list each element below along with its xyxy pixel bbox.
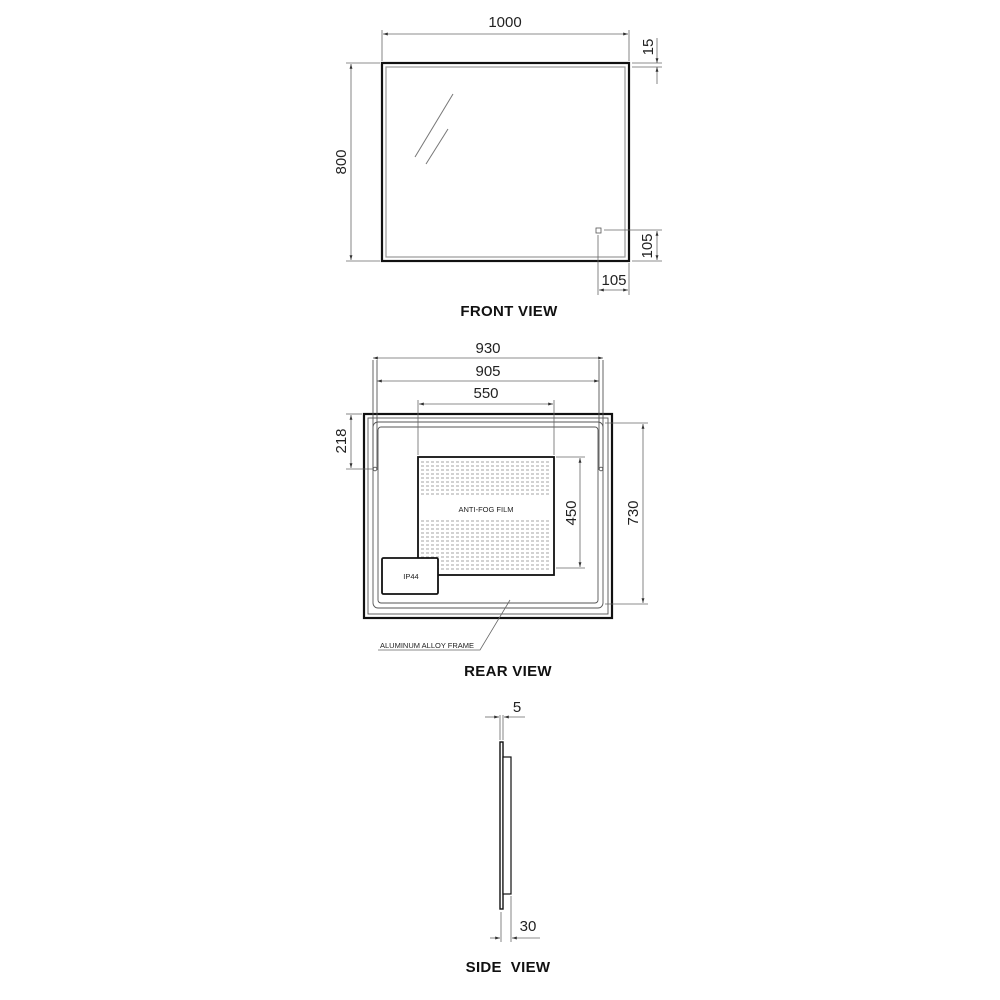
mirror-outer-frame: [380, 61, 631, 263]
mirror-inner-frame: [385, 66, 626, 258]
aluminum-frame: [372, 421, 604, 609]
frame-height-dimension: 730: [625, 500, 642, 525]
frame-width-dimension: 15: [640, 39, 657, 56]
rear-view-title: REAR VIEW: [464, 663, 552, 680]
rear-outer-width-dimension: 930: [475, 340, 500, 357]
touch-sensor-icon: [595, 227, 602, 234]
ip44-driver-box: IP44: [381, 557, 439, 595]
film-width-dimension: 550: [473, 385, 498, 402]
side-view-title: SIDE VIEW: [466, 959, 551, 976]
side-body-profile: [502, 756, 512, 895]
front-view-title: FRONT VIEW: [460, 303, 558, 320]
rear-view: ANTI-FOG FILM IP44 930 905 550 218 450: [333, 340, 648, 680]
anti-fog-film: ANTI-FOG FILM: [417, 456, 555, 576]
rear-outer-frame: [362, 412, 614, 620]
ip44-label: IP44: [403, 572, 418, 581]
front-height-dimension: 800: [333, 149, 350, 174]
anti-fog-film-label: ANTI-FOG FILM: [459, 505, 514, 514]
hanger-offset-dimension: 218: [333, 428, 350, 453]
front-width-dimension: 1000: [488, 14, 521, 31]
glass-reflection-icon: [414, 93, 454, 165]
film-height-dimension: 450: [563, 500, 580, 525]
left-hanger-icon: [372, 466, 378, 472]
frame-callout-leader: [378, 599, 511, 651]
right-hanger-icon: [598, 466, 604, 472]
aluminum-frame-callout: ALUMINUM ALLOY FRAME: [380, 641, 474, 650]
side-view: 5 30 SIDE VIEW: [466, 699, 551, 976]
sensor-vertical-offset-dimension: 105: [639, 233, 656, 258]
front-view: 1000 15 800 105 105 FRONT VIEW: [333, 14, 662, 320]
depth-dimension: 30: [520, 918, 537, 935]
sensor-horizontal-offset-dimension: 105: [601, 272, 626, 289]
bracket-width-dimension: 905: [475, 363, 500, 380]
glass-thickness-dimension: 5: [513, 699, 521, 716]
